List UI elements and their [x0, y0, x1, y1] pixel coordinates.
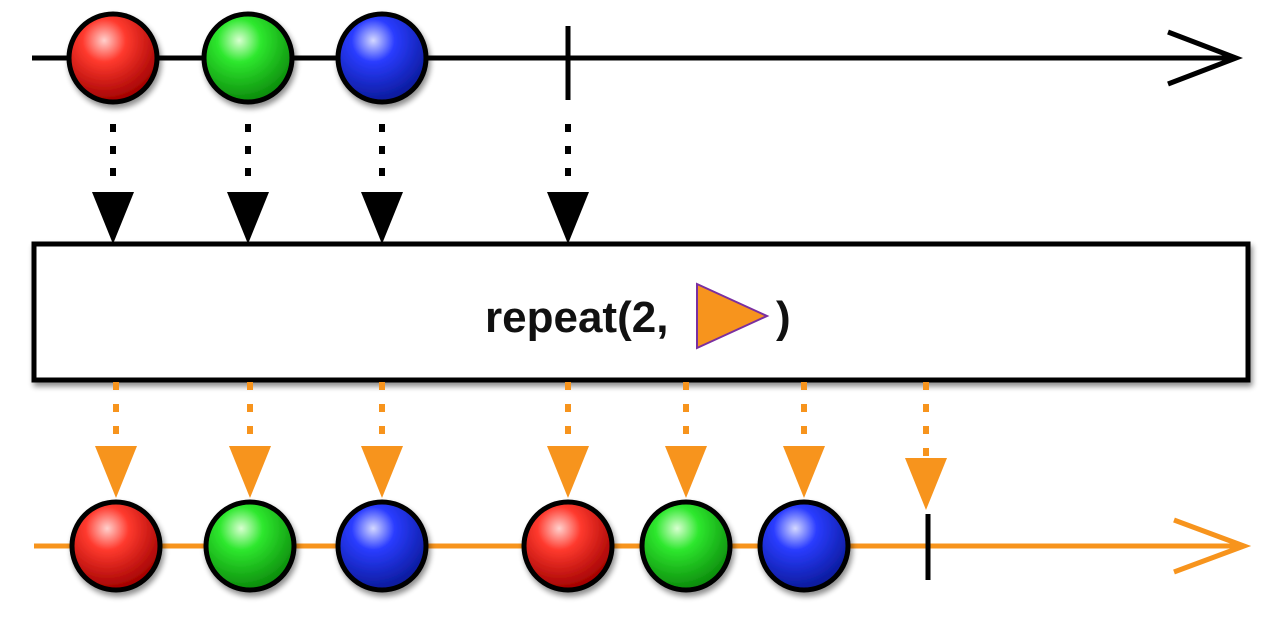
- source-arrow-3-head: [361, 192, 403, 244]
- output-completion-arrow-head: [905, 458, 947, 510]
- operator-box: [31, 241, 1251, 383]
- output-marble-blue: [335, 499, 429, 593]
- output-marble-blue: [757, 499, 851, 593]
- output-arrow-6-head: [783, 446, 825, 498]
- output-marble-green: [203, 499, 297, 593]
- source-completion-arrow-head: [547, 192, 589, 244]
- output-arrow-2-head: [229, 446, 271, 498]
- source-timeline-arrowhead: [1167, 29, 1244, 87]
- output-arrow-4-head: [547, 446, 589, 498]
- output-arrow-3-head: [361, 446, 403, 498]
- output-arrow-1-head: [95, 446, 137, 498]
- source-arrow-2-head: [227, 192, 269, 244]
- source-marble-green: [201, 11, 295, 105]
- source-arrow-1-head: [92, 192, 134, 244]
- output-arrow-5-head: [665, 446, 707, 498]
- operator-label: repeat(2,: [485, 293, 668, 342]
- operator-label-close: ): [776, 293, 791, 342]
- source-marble-blue: [335, 11, 429, 105]
- output-timeline-arrowhead: [1173, 517, 1252, 575]
- output-marble-red: [521, 499, 615, 593]
- source-marble-red: [66, 11, 160, 105]
- output-marble-green: [639, 499, 733, 593]
- output-marble-red: [69, 499, 163, 593]
- orange-play-triangle-icon: [696, 282, 770, 350]
